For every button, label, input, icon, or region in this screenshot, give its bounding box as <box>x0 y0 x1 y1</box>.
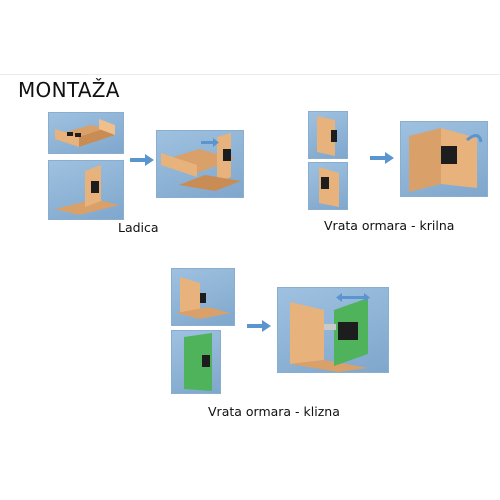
drawer-step-1-image <box>48 112 124 154</box>
drawer-step-2-image <box>48 160 124 220</box>
hinged-step-1-image <box>308 111 348 159</box>
caption-ladica: Ladica <box>118 220 159 235</box>
sliding-assembled-image <box>277 287 389 373</box>
sliding-step-2-image <box>171 330 221 394</box>
arrow-right-icon <box>247 320 271 332</box>
hinged-step-2-image <box>308 162 348 210</box>
caption-krilna: Vrata ormara - krilna <box>324 218 455 233</box>
page-title: MONTAŽA <box>18 78 120 102</box>
top-divider <box>0 74 500 75</box>
arrow-right-icon <box>130 154 154 166</box>
motion-arrow-icon <box>201 138 219 147</box>
drawer-assembled-image <box>156 130 244 198</box>
sliding-step-1-image <box>171 268 235 326</box>
caption-klizna: Vrata ormara - klizna <box>208 404 340 419</box>
hinged-assembled-image <box>400 121 488 197</box>
motion-arrow-icon <box>336 293 370 302</box>
motion-arrow-icon <box>466 134 483 143</box>
arrow-right-icon <box>370 152 394 164</box>
